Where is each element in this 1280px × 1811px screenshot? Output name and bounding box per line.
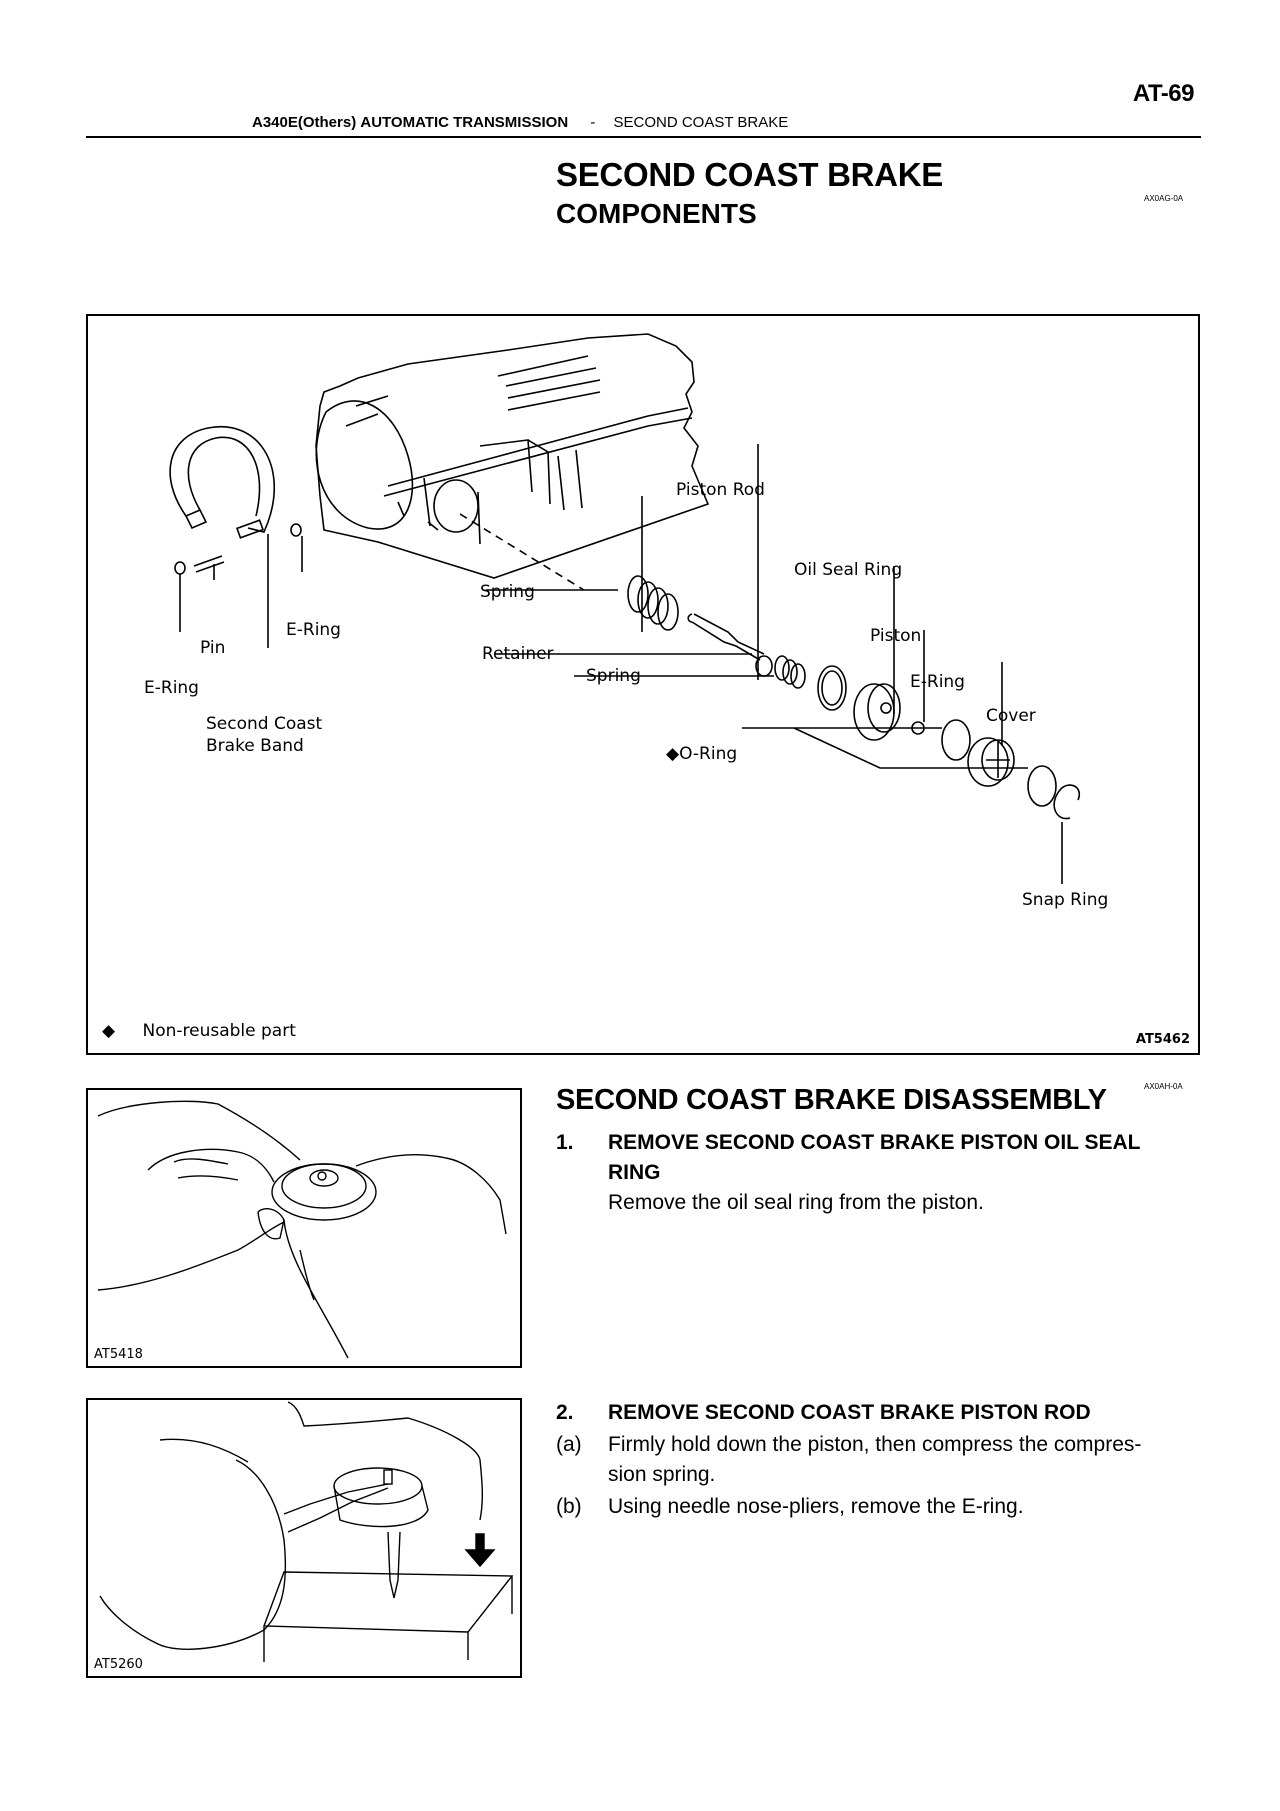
- header-separator: -: [590, 114, 596, 131]
- substep-a: (a) Firmly hold down the piston, then co…: [556, 1430, 1216, 1490]
- page-number: AT-69: [1132, 80, 1195, 107]
- figure-remove-oil-seal-ring: AT5418: [86, 1088, 522, 1368]
- label-piston: Piston: [870, 626, 922, 646]
- header-section: AUTOMATIC TRANSMISSION: [360, 114, 569, 131]
- spring-drawing: [627, 575, 679, 631]
- substep-b: (b) Using needle nose-pliers, remove the…: [556, 1492, 1216, 1522]
- header-topic: SECOND COAST BRAKE: [613, 114, 789, 131]
- step-number: 1.: [556, 1131, 574, 1154]
- header-rule: [86, 136, 1201, 138]
- figure-code: AT5260: [94, 1657, 143, 1672]
- figure-code: AT5462: [1135, 1032, 1190, 1047]
- oil-seal-ring-drawing: [817, 665, 847, 711]
- label-e-ring-left: E-Ring: [144, 678, 199, 698]
- step-number: 2.: [556, 1401, 574, 1424]
- step-text: Remove the oil seal ring from the piston…: [608, 1191, 984, 1214]
- o-ring-1-drawing: [941, 719, 971, 761]
- diamond-icon: ◆: [102, 1021, 116, 1041]
- reference-code: AX0AG-0A: [1144, 194, 1184, 203]
- page-title: SECOND COAST BRAKE: [556, 156, 943, 193]
- figure-code: AT5418: [94, 1347, 143, 1362]
- o-ring-2-drawing: [1027, 765, 1057, 807]
- brake-band-drawing: [169, 425, 276, 539]
- running-header: A340E(Others) AUTOMATIC TRANSMISSION - S…: [252, 114, 788, 131]
- label-spring-lower: Spring: [586, 666, 641, 686]
- label-brake-band-line2: Brake Band: [206, 736, 304, 756]
- components-figure: Piston Rod Oil Seal Ring Spring E-Ring P…: [86, 314, 1200, 1055]
- step-title: REMOVE SECOND COAST BRAKE PISTON ROD: [608, 1401, 1091, 1424]
- figure-remove-piston-rod: AT5260: [86, 1398, 522, 1678]
- label-oil-seal-ring: Oil Seal Ring: [794, 560, 903, 580]
- snap-ring-drawing: [1053, 784, 1081, 820]
- step-2: 2. REMOVE SECOND COAST BRAKE PISTON ROD: [556, 1398, 1216, 1428]
- step-1: 1. REMOVE SECOND COAST BRAKE PISTON OIL …: [556, 1128, 1216, 1224]
- label-e-ring-right: E-Ring: [286, 620, 341, 640]
- spring-small-drawing: [774, 655, 806, 689]
- label-pin: Pin: [200, 638, 226, 658]
- section-subtitle: COMPONENTS: [556, 198, 757, 229]
- label-e-ring-piston: E-Ring: [910, 672, 965, 692]
- substep-text: Using needle nose-pliers, remove the E-r…: [608, 1495, 1024, 1518]
- exploded-view-drawing: [169, 333, 1081, 884]
- label-retainer: Retainer: [482, 644, 554, 664]
- header-model: A340E(Others): [252, 114, 357, 131]
- legend: ◆ Non-reusable part: [102, 1021, 296, 1041]
- substep-text-line2: sion spring.: [608, 1463, 716, 1486]
- step-title-line2: RING: [608, 1161, 661, 1184]
- label-spring-upper: Spring: [480, 582, 535, 602]
- substep-text-line1: Firmly hold down the piston, then compre…: [608, 1433, 1142, 1456]
- substep-label: (a): [556, 1433, 582, 1456]
- label-piston-rod: Piston Rod: [676, 480, 765, 500]
- e-ring-left-drawing: [174, 561, 186, 575]
- label-cover: Cover: [986, 706, 1036, 726]
- pliers-piston-drawing: [99, 1401, 514, 1662]
- disassembly-title: SECOND COAST BRAKE DISASSEMBLY: [556, 1084, 1107, 1116]
- label-snap-ring: Snap Ring: [1022, 890, 1109, 910]
- piston-rod-drawing: [687, 613, 765, 661]
- substep-label: (b): [556, 1495, 582, 1518]
- e-ring-right-drawing: [290, 523, 302, 537]
- legend-text: Non-reusable part: [142, 1021, 296, 1041]
- cover-drawing: [967, 737, 1015, 787]
- transmission-case-drawing: [315, 333, 710, 591]
- label-brake-band-line1: Second Coast: [206, 714, 323, 734]
- disassembly-reference-code: AX0AH-0A: [1144, 1082, 1183, 1091]
- step-title-line1: REMOVE SECOND COAST BRAKE PISTON OIL SEA…: [608, 1131, 1141, 1154]
- hands-piston-drawing: [97, 1100, 507, 1359]
- piston-drawing: [853, 683, 901, 741]
- pin-drawing: [193, 555, 225, 573]
- label-o-ring: ◆O-Ring: [666, 744, 738, 764]
